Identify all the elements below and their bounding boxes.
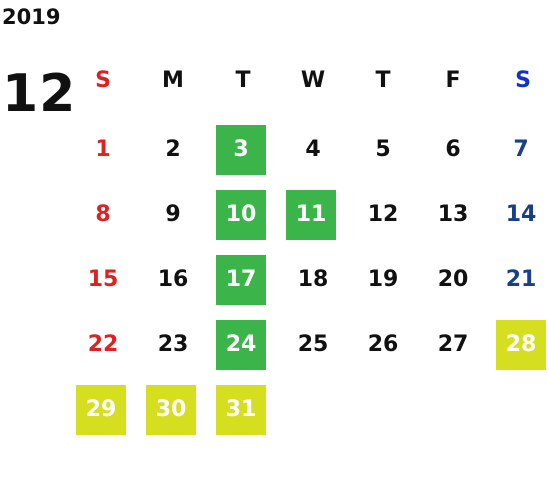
day-cell-highlighted[interactable]: 31	[216, 385, 266, 435]
day-cell[interactable]: 13	[437, 202, 469, 227]
day-cell[interactable]: 1	[95, 137, 111, 162]
day-cell-highlighted[interactable]: 28	[496, 320, 546, 370]
day-cell[interactable]: 16	[157, 267, 189, 292]
day-cell[interactable]: 5	[375, 137, 391, 162]
day-cell[interactable]: 26	[367, 332, 399, 357]
day-cell-highlighted[interactable]: 17	[216, 255, 266, 305]
day-cell[interactable]: 2	[165, 137, 181, 162]
day-cell[interactable]: 8	[95, 202, 111, 227]
day-cell[interactable]: 4	[305, 137, 321, 162]
day-cell[interactable]: 19	[367, 267, 399, 292]
day-cell-highlighted[interactable]: 24	[216, 320, 266, 370]
weekday-monday: M	[162, 68, 184, 93]
day-cell[interactable]: 9	[165, 202, 181, 227]
day-cell[interactable]: 22	[87, 332, 119, 357]
day-cell-highlighted[interactable]: 10	[216, 190, 266, 240]
day-cell-highlighted[interactable]: 3	[216, 125, 266, 175]
day-cell[interactable]: 18	[297, 267, 329, 292]
weekday-sunday: S	[95, 68, 111, 93]
day-cell[interactable]: 23	[157, 332, 189, 357]
day-cell[interactable]: 20	[437, 267, 469, 292]
weekday-tuesday: T	[235, 68, 251, 93]
day-cell[interactable]: 14	[505, 202, 537, 227]
weekday-thursday: T	[375, 68, 391, 93]
day-cell[interactable]: 21	[505, 267, 537, 292]
day-cell[interactable]: 15	[87, 267, 119, 292]
weekday-wednesday: W	[300, 68, 326, 93]
day-cell[interactable]: 7	[513, 137, 529, 162]
weekday-friday: F	[445, 68, 461, 93]
year-label: 2019	[2, 5, 61, 29]
day-cell-highlighted[interactable]: 30	[146, 385, 196, 435]
day-cell[interactable]: 12	[367, 202, 399, 227]
day-cell[interactable]: 6	[445, 137, 461, 162]
day-cell-highlighted[interactable]: 29	[76, 385, 126, 435]
month-label: 12	[2, 64, 77, 124]
weekday-saturday: S	[515, 68, 531, 93]
day-cell[interactable]: 27	[437, 332, 469, 357]
day-cell-highlighted[interactable]: 11	[286, 190, 336, 240]
day-cell[interactable]: 25	[297, 332, 329, 357]
